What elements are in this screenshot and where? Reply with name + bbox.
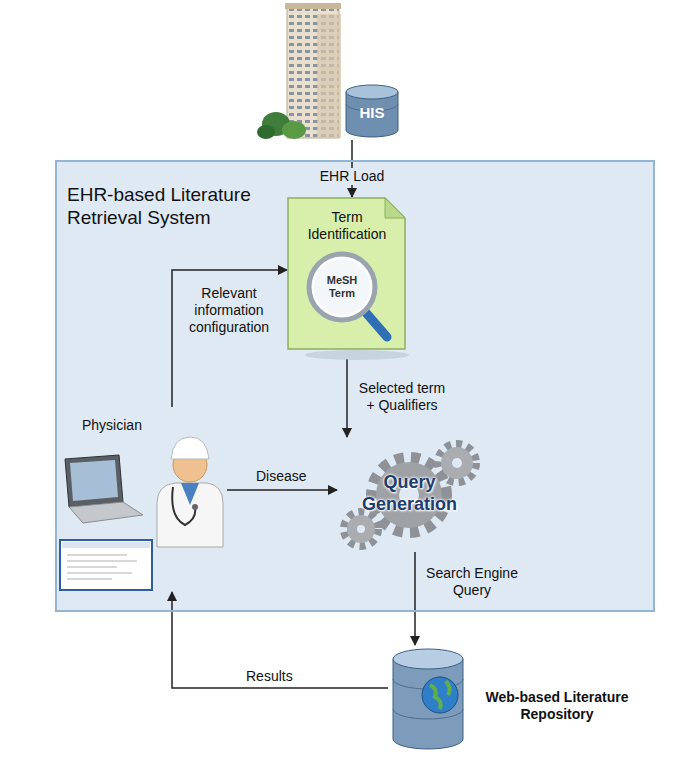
line-shape (67, 573, 132, 574)
node-label: EHR-based Literature Retrieval System (67, 184, 307, 230)
line-shape (67, 555, 127, 556)
circle-shape (452, 458, 462, 468)
system-panel: EHR-based Literature Retrieval SystemTer… (55, 160, 655, 612)
document-shape: Term IdentificationMeSH Term (287, 197, 409, 359)
rect-shape (62, 542, 150, 548)
tree (257, 125, 275, 139)
ellipse-shape (393, 649, 463, 669)
polygon-shape (65, 455, 123, 507)
edge-label: Results (246, 668, 293, 685)
line-shape (67, 579, 112, 580)
polygon-shape (69, 502, 143, 523)
edge-label: Selected term + Qualifiers (354, 380, 450, 414)
connector-arrow (414, 552, 416, 645)
gears-shape: Query Generation (337, 437, 482, 552)
node-label: Term Identification (291, 209, 403, 243)
line-shape (67, 561, 137, 562)
tree (282, 121, 306, 139)
path-shape (430, 681, 450, 709)
database-cylinder: HIS (343, 80, 401, 140)
circle-shape (313, 258, 371, 316)
node-sublabel: MeSH Term (316, 274, 368, 300)
circle-shape (357, 525, 365, 533)
circle-shape (309, 254, 375, 320)
connector-arrow (172, 270, 287, 407)
edge-label: Search Engine Query (422, 565, 522, 599)
physician-figure: Physician (57, 407, 227, 592)
circle-shape (192, 504, 198, 510)
path-shape (288, 198, 405, 349)
polygon-shape (70, 460, 118, 501)
edge-label: Disease (256, 468, 307, 485)
repository-cylinder: Web-based Literature Repository (388, 645, 648, 755)
rect-shape (60, 540, 152, 590)
node-label: Query Generation (337, 472, 482, 515)
ellipse-shape (305, 350, 409, 360)
node-label: Physician (82, 417, 162, 434)
connector-arrow (227, 489, 337, 491)
building-roof (285, 3, 341, 9)
path-shape (171, 437, 209, 459)
circle-shape (347, 515, 375, 543)
panel-fill (55, 160, 655, 612)
path-shape (172, 487, 195, 525)
circle-shape (441, 447, 473, 479)
building-side (317, 14, 341, 138)
ellipse-shape (346, 85, 398, 99)
edge-label: EHR Load (317, 168, 388, 185)
line-shape (67, 567, 117, 568)
physician-figure-art (57, 407, 227, 592)
edge-label: Relevant information configuration (176, 285, 282, 335)
circle-shape (422, 677, 458, 713)
connector-arrow (172, 592, 388, 688)
node-label: Web-based Literature Repository (472, 689, 642, 723)
path-shape (157, 483, 223, 547)
path-shape (181, 483, 199, 505)
path-shape (393, 659, 463, 749)
connector-arrow (346, 359, 348, 437)
node-label: HIS (343, 104, 401, 122)
circle-shape (438, 444, 476, 482)
circle-shape (344, 512, 378, 546)
path-shape (385, 198, 405, 218)
path-shape (393, 709, 463, 719)
